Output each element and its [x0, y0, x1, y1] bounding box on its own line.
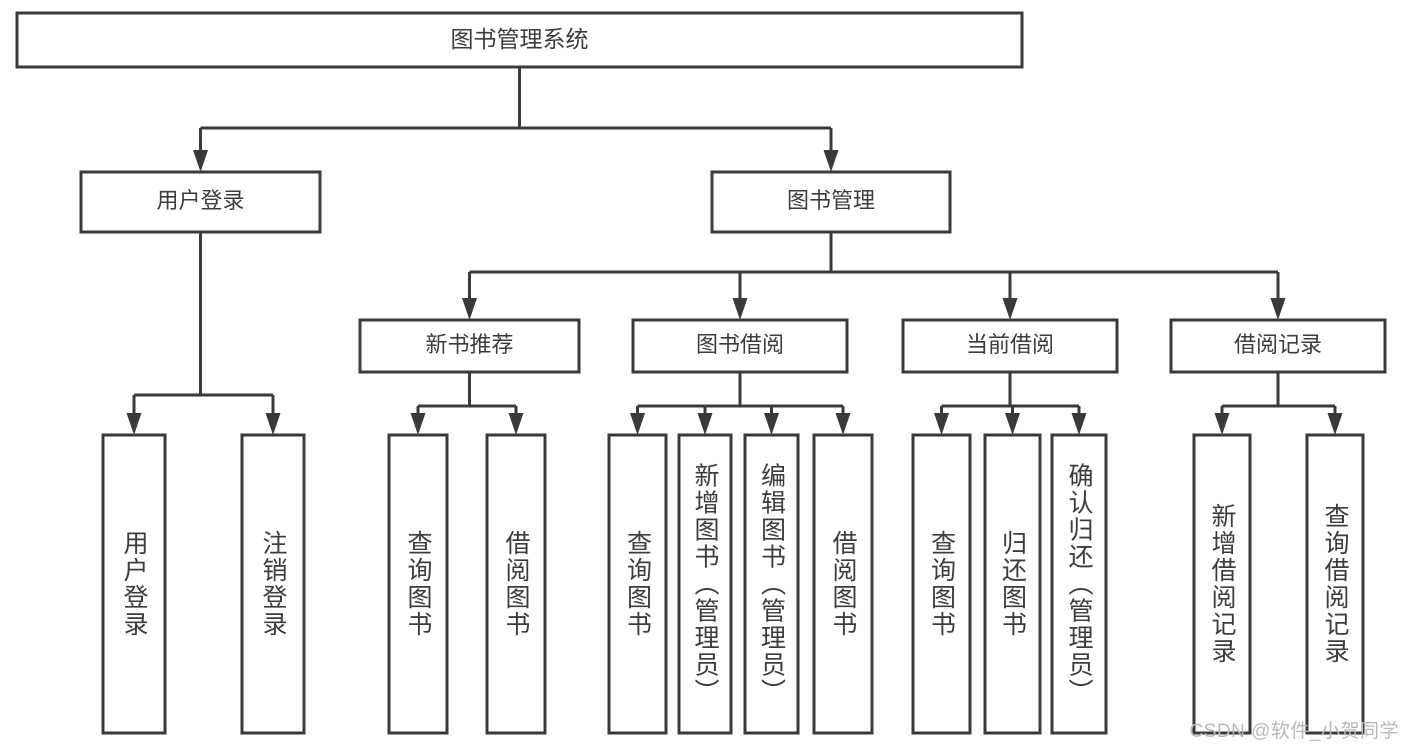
connector-book-management-bus: [468, 232, 1280, 300]
leaf-query-book-1[interactable]: 查询图书: [387, 433, 449, 735]
node-book-borrow-label: 图书借阅: [696, 332, 784, 357]
leaf-add-book-admin[interactable]: 新增图书（管理员）: [677, 433, 733, 735]
leaf-query-book-2-label: 查询图书: [624, 530, 653, 638]
leaf-confirm-return-admin-label: 确认归还（管理员）: [1065, 463, 1094, 706]
connector-current-borrow-bus: [940, 372, 1081, 415]
node-book-management[interactable]: 图书管理: [710, 170, 952, 234]
arrow-br-to-leaf-query-borrow-record: [1327, 413, 1343, 435]
node-user-login-label: 用户登录: [156, 188, 244, 213]
arrow-bm-to-current-borrow: [1002, 298, 1018, 320]
node-new-book-recommend[interactable]: 新书推荐: [358, 318, 581, 374]
node-root-system-label: 图书管理系统: [451, 26, 589, 52]
arrow-root-to-user-login: [193, 150, 208, 172]
arrow-cb-to-leaf-return-book: [1005, 413, 1020, 435]
arrow-bb-to-leaf-edit-book-admin: [764, 413, 779, 435]
leaf-borrow-book-2[interactable]: 借阅图书: [812, 433, 874, 735]
leaf-user-logout[interactable]: 注销登录: [240, 433, 306, 735]
leaf-edit-book-admin[interactable]: 编辑图书（管理员）: [743, 433, 800, 735]
node-borrow-record[interactable]: 借阅记录: [1169, 318, 1387, 374]
arrow-cb-to-leaf-confirm-return-admin: [1071, 413, 1087, 435]
arrow-bm-to-book-borrow: [732, 298, 748, 320]
leaf-return-book-label: 归还图书: [999, 530, 1028, 638]
connector-new-book-recommend-bus: [416, 372, 518, 415]
leaf-user-login[interactable]: 用户登录: [101, 433, 167, 735]
leaf-query-borrow-record-label: 查询借阅记录: [1321, 503, 1350, 665]
leaf-borrow-book-1-label: 借阅图书: [502, 530, 531, 638]
leaf-query-book-1-label: 查询图书: [404, 530, 433, 638]
leaf-confirm-return-admin[interactable]: 确认归还（管理员）: [1050, 433, 1108, 735]
node-user-login[interactable]: 用户登录: [79, 170, 322, 234]
leaf-edit-book-admin-label: 编辑图书（管理员）: [758, 463, 787, 706]
connector-book-borrow-bus: [636, 372, 845, 415]
connector-layer: [126, 67, 1343, 435]
connector-root-bus: [199, 67, 833, 152]
leaf-borrow-book-2-label: 借阅图书: [829, 530, 858, 638]
node-borrow-record-label: 借阅记录: [1234, 332, 1322, 357]
connector-user-login-bus: [132, 232, 275, 415]
node-book-borrow[interactable]: 图书借阅: [631, 318, 849, 374]
arrow-nbr-to-leaf-borrow-book-1: [508, 413, 524, 435]
arrow-user-login-to-leaf-user-logout: [265, 413, 281, 435]
leaf-add-borrow-record[interactable]: 新增借阅记录: [1192, 433, 1252, 735]
arrow-bb-to-leaf-borrow-book-2: [835, 413, 851, 435]
arrow-cb-to-leaf-query-book-3: [934, 413, 949, 435]
leaf-add-borrow-record-label: 新增借阅记录: [1208, 503, 1237, 665]
arrow-bb-to-leaf-query-book-2: [630, 413, 645, 435]
arrow-bm-to-new-book-recommend: [462, 298, 477, 320]
arrow-bm-to-borrow-record: [1270, 298, 1286, 320]
arrow-bb-to-leaf-add-book-admin: [697, 413, 713, 435]
arrow-nbr-to-leaf-query-book-1: [410, 413, 426, 435]
leaf-query-book-2[interactable]: 查询图书: [607, 433, 668, 735]
leaf-return-book[interactable]: 归还图书: [983, 433, 1042, 735]
node-new-book-recommend-label: 新书推荐: [425, 332, 513, 357]
node-current-borrow[interactable]: 当前借阅: [901, 318, 1119, 374]
node-root-system[interactable]: 图书管理系统: [15, 11, 1024, 69]
node-book-management-label: 图书管理: [787, 188, 875, 213]
arrow-root-to-book-management: [823, 150, 839, 172]
leaf-query-book-3[interactable]: 查询图书: [911, 433, 972, 735]
node-layer: 图书管理系统 用户登录 图书管理 新书推荐 图书借阅: [15, 11, 1387, 735]
connector-borrow-record-bus: [1220, 372, 1337, 415]
leaf-borrow-book-1[interactable]: 借阅图书: [485, 433, 547, 735]
leaf-add-book-admin-label: 新增图书（管理员）: [691, 463, 720, 706]
node-current-borrow-label: 当前借阅: [966, 332, 1054, 357]
leaf-user-logout-label: 注销登录: [259, 530, 288, 638]
leaf-query-borrow-record[interactable]: 查询借阅记录: [1305, 433, 1365, 735]
leaf-user-login-label: 用户登录: [120, 530, 149, 638]
leaf-query-book-3-label: 查询图书: [928, 530, 957, 638]
arrow-user-login-to-leaf-user-login: [126, 413, 142, 435]
arrow-br-to-leaf-add-borrow-record: [1214, 413, 1230, 435]
